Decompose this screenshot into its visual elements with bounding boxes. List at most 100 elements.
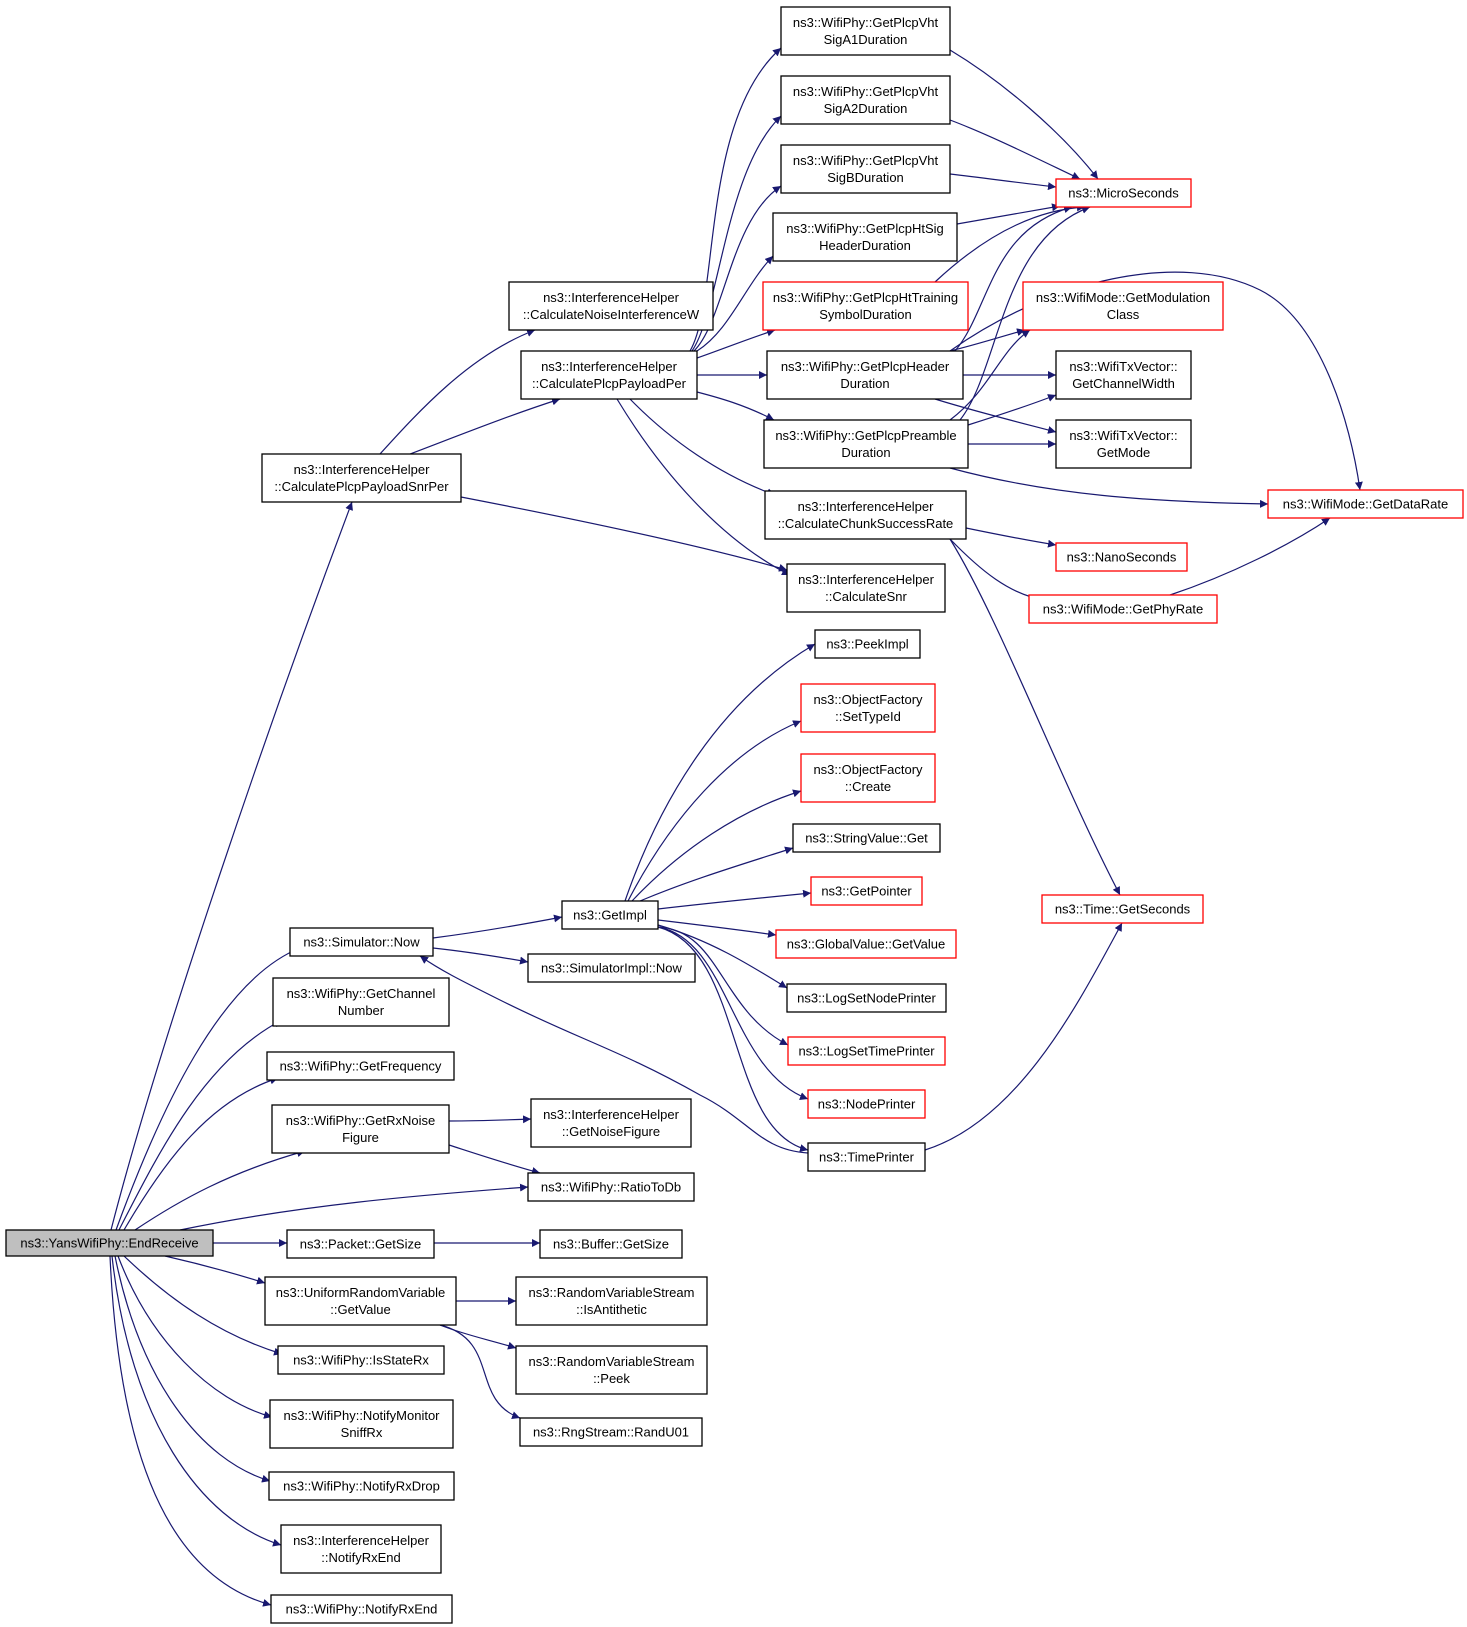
node-label-line: ns3::RngStream::RandU01 [533, 1425, 689, 1440]
node-set-type-id[interactable]: ns3::ObjectFactory::SetTypeId [800, 683, 936, 733]
node-peek[interactable]: ns3::RandomVariableStream::Peek [515, 1345, 708, 1395]
node-micro-sec[interactable]: ns3::MicroSeconds [1055, 178, 1192, 208]
node-label-line: ns3::GetImpl [573, 908, 647, 923]
node-label-line: Duration [840, 376, 889, 391]
node-label-line: ::IsAntithetic [576, 1302, 647, 1317]
node-label-line: ns3::WifiPhy::GetPlcpVht [793, 153, 939, 168]
node-str-get[interactable]: ns3::StringValue::Get [792, 823, 941, 853]
node-label-line: ns3::WifiPhy::GetPlcpPreamble [775, 428, 956, 443]
node-label-line: ::SetTypeId [835, 709, 901, 724]
edge-sim-now-to-get-impl [432, 914, 563, 939]
node-log-time[interactable]: ns3::LogSetTimePrinter [787, 1036, 946, 1066]
edge-end-receive-to-uniform-get [164, 1255, 266, 1285]
node-phy-rate[interactable]: ns3::WifiMode::GetPhyRate [1028, 594, 1218, 624]
node-sim-now[interactable]: ns3::Simulator::Now [289, 927, 434, 957]
node-label-line: ns3::UniformRandomVariable [276, 1285, 446, 1300]
edge-plcp-header-to-mod-class [949, 328, 1026, 352]
node-end-receive[interactable]: ns3::YansWifiPhy::EndReceive [5, 1229, 214, 1257]
edge-payload-per-to-plcp-preamble [696, 391, 775, 421]
node-label-line: ns3::InterferenceHelper [798, 499, 935, 514]
node-label-line: ns3::Buffer::GetSize [553, 1237, 669, 1252]
node-label-line: ns3::RandomVariableStream [529, 1285, 695, 1300]
node-rand-u01[interactable]: ns3::RngStream::RandU01 [519, 1417, 703, 1447]
node-get-impl[interactable]: ns3::GetImpl [561, 900, 659, 930]
edge-end-receive-to-notify-mon [117, 1255, 273, 1419]
node-get-mode[interactable]: ns3::WifiTxVector::GetMode [1055, 419, 1192, 469]
node-label-line: ns3::NodePrinter [818, 1097, 916, 1112]
edge-plcp-preamble-to-data-rate [949, 467, 1269, 508]
edge-end-receive-to-snr-per [110, 501, 353, 1231]
node-noise-fig[interactable]: ns3::InterferenceHelper::GetNoiseFigure [530, 1098, 692, 1148]
node-is-state-rx[interactable]: ns3::WifiPhy::IsStateRx [277, 1345, 445, 1375]
node-node-printer[interactable]: ns3::NodePrinter [807, 1089, 926, 1119]
edge-payload-per-to-ht-sig [696, 255, 774, 352]
node-sim-impl-now[interactable]: ns3::SimulatorImpl::Now [527, 953, 696, 983]
node-snr-per[interactable]: ns3::InterferenceHelper::CalculatePlcpPa… [261, 453, 462, 503]
node-payload-per[interactable]: ns3::InterferenceHelper::CalculatePlcpPa… [520, 350, 698, 400]
node-label-line: ::CalculateSnr [825, 589, 907, 604]
node-label-line: ::CalculateNoiseInterferenceW [523, 307, 700, 322]
node-label-line: ns3::LogSetNodePrinter [797, 991, 936, 1006]
node-label-line: ns3::SimulatorImpl::Now [541, 961, 682, 976]
node-create[interactable]: ns3::ObjectFactory::Create [800, 753, 936, 803]
node-get-pointer[interactable]: ns3::GetPointer [810, 876, 923, 906]
node-label-line: ns3::WifiPhy::GetPlcpVht [793, 84, 939, 99]
node-global-value[interactable]: ns3::GlobalValue::GetValue [775, 929, 957, 959]
edge-rx-noise-to-ratio-to-db [448, 1144, 541, 1175]
node-label-line: ns3::WifiPhy::NotifyMonitor [283, 1408, 440, 1423]
edge-plcp-preamble-to-chan-width [967, 394, 1057, 426]
node-ratio-to-db[interactable]: ns3::WifiPhy::RatioToDb [527, 1172, 695, 1202]
edge-rx-noise-to-noise-fig [448, 1115, 532, 1124]
node-label-line: ns3::RandomVariableStream [529, 1354, 695, 1369]
edge-payload-per-to-sig-b [693, 185, 782, 352]
node-peek-impl[interactable]: ns3::PeekImpl [814, 629, 921, 659]
node-time-printer[interactable]: ns3::TimePrinter [807, 1142, 926, 1172]
node-noise-int[interactable]: ns3::InterferenceHelper::CalculateNoiseI… [508, 281, 714, 331]
edge-sig-a2-to-micro-sec [949, 119, 1081, 180]
node-chan-width[interactable]: ns3::WifiTxVector::GetChannelWidth [1055, 350, 1192, 400]
node-label-line: ::Create [845, 779, 891, 794]
node-label-line: ns3::ObjectFactory [813, 762, 923, 777]
node-buf-size[interactable]: ns3::Buffer::GetSize [539, 1229, 683, 1259]
node-label-line: ::GetNoiseFigure [562, 1124, 660, 1139]
node-phy-notify-end[interactable]: ns3::WifiPhy::NotifyRxEnd [270, 1594, 453, 1624]
edge-payload-per-to-sig-a2 [691, 115, 782, 352]
node-uniform-get[interactable]: ns3::UniformRandomVariable::GetValue [264, 1276, 457, 1326]
node-label-line: ns3::WifiPhy::NotifyRxDrop [283, 1479, 440, 1494]
node-freq[interactable]: ns3::WifiPhy::GetFrequency [266, 1051, 455, 1081]
node-label-line: ns3::WifiMode::GetDataRate [1283, 497, 1448, 512]
node-notify-drop[interactable]: ns3::WifiPhy::NotifyRxDrop [268, 1471, 455, 1501]
node-chunk-rate[interactable]: ns3::InterferenceHelper::CalculateChunkS… [764, 490, 967, 540]
node-label-line: ::NotifyRxEnd [321, 1550, 400, 1565]
node-nano-sec[interactable]: ns3::NanoSeconds [1055, 542, 1188, 572]
edge-end-receive-to-ih-notify-end [111, 1255, 282, 1547]
node-pkt-size[interactable]: ns3::Packet::GetSize [286, 1229, 435, 1259]
node-calc-snr[interactable]: ns3::InterferenceHelper::CalculateSnr [786, 563, 946, 613]
nodes-layer: ns3::YansWifiPhy::EndReceivens3::Interfe… [5, 6, 1464, 1624]
node-get-seconds[interactable]: ns3::Time::GetSeconds [1041, 894, 1204, 924]
node-data-rate[interactable]: ns3::WifiMode::GetDataRate [1267, 489, 1464, 519]
node-log-node[interactable]: ns3::LogSetNodePrinter [786, 983, 947, 1013]
edge-sig-b-to-micro-sec [949, 173, 1057, 191]
node-label-line: ns3::WifiPhy::RatioToDb [541, 1180, 681, 1195]
node-label-line: HeaderDuration [819, 238, 911, 253]
node-label-line: ns3::ObjectFactory [813, 692, 923, 707]
node-label-line: ns3::TimePrinter [819, 1150, 915, 1165]
node-label-line: SniffRx [341, 1425, 383, 1440]
node-ht-train[interactable]: ns3::WifiPhy::GetPlcpHtTrainingSymbolDur… [762, 281, 969, 331]
edge-payload-per-to-chunk-rate [629, 398, 776, 497]
edge-chunk-rate-to-nano-sec [965, 527, 1057, 548]
node-label-line: GetChannelWidth [1072, 376, 1175, 391]
node-is-anti[interactable]: ns3::RandomVariableStream::IsAntithetic [515, 1276, 708, 1326]
node-ih-notify-end[interactable]: ns3::InterferenceHelper::NotifyRxEnd [280, 1524, 442, 1574]
